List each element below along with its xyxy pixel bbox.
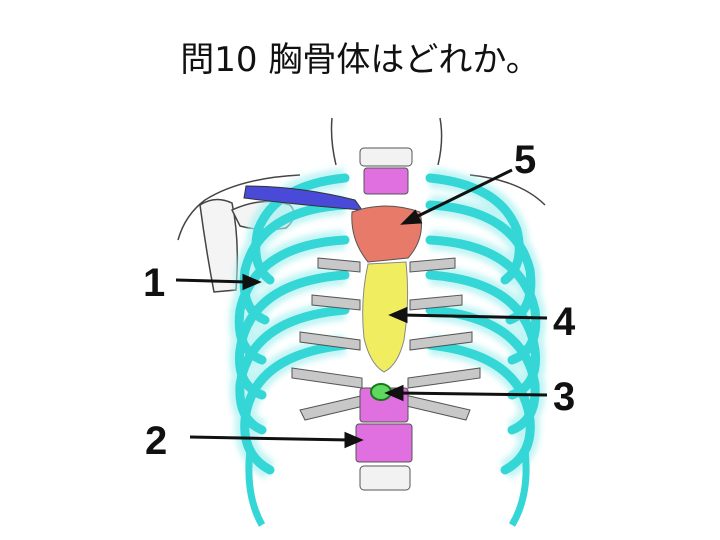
label-3: 3 <box>553 375 575 419</box>
label-4: 4 <box>553 300 576 344</box>
lower-ribs <box>245 449 530 527</box>
cervical-vertebra <box>363 167 409 195</box>
sternum-body <box>362 261 409 373</box>
manubrium <box>351 205 422 263</box>
lower-vertebra-lower <box>355 423 413 463</box>
label-arrows <box>175 168 548 449</box>
vertebra-top <box>359 147 413 167</box>
label-5: 5 <box>514 138 536 182</box>
vertebra-bottom <box>359 465 411 491</box>
vertebral-column <box>355 147 413 491</box>
question-title: 問10 胸骨体はどれか。 <box>180 40 540 80</box>
body-outline <box>177 117 546 241</box>
label-2: 2 <box>145 419 167 463</box>
ribs <box>234 173 541 475</box>
label-1: 1 <box>143 261 165 305</box>
